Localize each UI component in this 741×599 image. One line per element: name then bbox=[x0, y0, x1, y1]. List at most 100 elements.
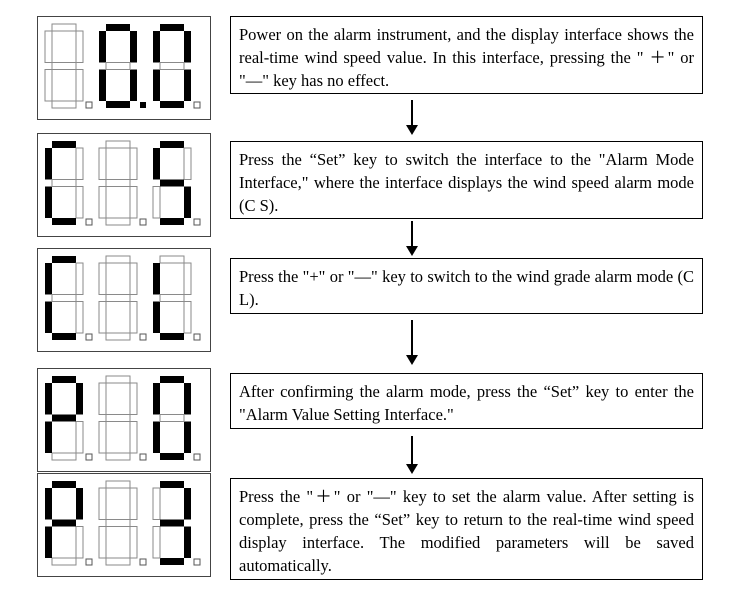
segment-display-svg bbox=[45, 140, 201, 226]
segment-display-svg bbox=[45, 480, 201, 566]
arrow-4-5 bbox=[406, 436, 418, 474]
decimal-point bbox=[85, 333, 93, 341]
segment-a bbox=[159, 255, 185, 264]
decimal-point bbox=[139, 218, 147, 226]
segment-e bbox=[153, 301, 160, 333]
segment-g bbox=[159, 294, 185, 302]
segment-c bbox=[183, 301, 192, 334]
segment-g bbox=[105, 179, 131, 187]
segment-d bbox=[160, 558, 184, 565]
segment-g bbox=[105, 414, 131, 422]
segment-d bbox=[51, 557, 77, 566]
decimal-point bbox=[193, 333, 201, 341]
segment-b bbox=[183, 262, 192, 295]
segment-f bbox=[45, 488, 52, 520]
segment-d bbox=[105, 557, 131, 566]
step-4-description: After confirming the alarm mode, press t… bbox=[230, 373, 703, 429]
segment-g bbox=[51, 179, 77, 187]
segment-a bbox=[105, 375, 131, 384]
segment-e bbox=[153, 421, 160, 453]
segment-d bbox=[52, 218, 76, 225]
segment-f bbox=[45, 383, 52, 415]
segment-c bbox=[75, 186, 84, 219]
segment-e bbox=[153, 69, 160, 101]
segment-display-svg bbox=[45, 255, 201, 341]
segment-c bbox=[184, 69, 191, 101]
segment-d bbox=[52, 333, 76, 340]
segment-c bbox=[184, 421, 191, 453]
segment-c bbox=[75, 301, 84, 334]
segment-c bbox=[75, 69, 84, 102]
segment-d bbox=[105, 332, 131, 341]
segment-d bbox=[160, 218, 184, 225]
segment-e bbox=[98, 526, 107, 559]
segment-f bbox=[98, 147, 107, 180]
segment-g bbox=[105, 294, 131, 302]
segment-e bbox=[98, 421, 107, 454]
segment-b bbox=[130, 31, 137, 63]
segment-e bbox=[45, 301, 52, 333]
arrow-3-4 bbox=[406, 320, 418, 365]
segment-g bbox=[52, 414, 76, 422]
segment-b bbox=[184, 383, 191, 415]
step-1-description: Power on the alarm instrument, and the d… bbox=[230, 16, 703, 94]
segment-a bbox=[160, 24, 184, 31]
seven-segment-display-2 bbox=[37, 133, 211, 237]
segment-g bbox=[160, 519, 184, 527]
segment-f bbox=[44, 30, 53, 63]
decimal-point bbox=[85, 453, 93, 461]
decimal-point bbox=[193, 558, 201, 566]
segment-f bbox=[98, 487, 107, 520]
segment-c bbox=[75, 421, 84, 454]
segment-a bbox=[52, 141, 76, 148]
decimal-point bbox=[139, 333, 147, 341]
segment-a bbox=[160, 481, 184, 488]
segment-b bbox=[75, 147, 84, 180]
segment-a bbox=[105, 255, 131, 264]
segment-g bbox=[51, 294, 77, 302]
segment-a bbox=[51, 23, 77, 32]
segment-a bbox=[106, 24, 130, 31]
segment-f bbox=[153, 263, 160, 295]
segment-b bbox=[129, 147, 138, 180]
segment-b bbox=[183, 147, 192, 180]
segment-e bbox=[98, 301, 107, 334]
segment-c bbox=[129, 421, 138, 454]
segment-c bbox=[129, 301, 138, 334]
segment-f bbox=[98, 382, 107, 415]
decimal-point bbox=[85, 101, 93, 109]
segment-c bbox=[184, 526, 191, 558]
decimal-point bbox=[140, 102, 146, 108]
step-3-description: Press the "+" or "—" key to switch to th… bbox=[230, 258, 703, 314]
arrow-2-3 bbox=[406, 221, 418, 256]
segment-g bbox=[160, 179, 184, 187]
segment-e bbox=[152, 186, 161, 219]
segment-e bbox=[44, 69, 53, 102]
decimal-point bbox=[193, 453, 201, 461]
segment-d bbox=[51, 100, 77, 109]
decimal-point bbox=[193, 218, 201, 226]
segment-f bbox=[153, 383, 160, 415]
segment-g bbox=[105, 62, 131, 70]
seven-segment-display-5 bbox=[37, 473, 211, 577]
segment-display-svg bbox=[45, 375, 201, 461]
decimal-point bbox=[85, 218, 93, 226]
step-5-description: Press the "＋" or "—" key to set the alar… bbox=[230, 478, 703, 580]
segment-g bbox=[51, 62, 77, 70]
segment-a bbox=[52, 256, 76, 263]
segment-f bbox=[45, 263, 52, 295]
segment-d bbox=[160, 101, 184, 108]
seven-segment-display-1 bbox=[37, 16, 211, 120]
segment-g bbox=[105, 519, 131, 527]
segment-e bbox=[45, 421, 52, 453]
segment-display-svg bbox=[44, 23, 201, 109]
segment-b bbox=[75, 262, 84, 295]
segment-a bbox=[160, 376, 184, 383]
segment-c bbox=[184, 186, 191, 218]
segment-a bbox=[160, 141, 184, 148]
segment-e bbox=[152, 526, 161, 559]
segment-c bbox=[129, 526, 138, 559]
segment-e bbox=[45, 526, 52, 558]
segment-f bbox=[153, 31, 160, 63]
